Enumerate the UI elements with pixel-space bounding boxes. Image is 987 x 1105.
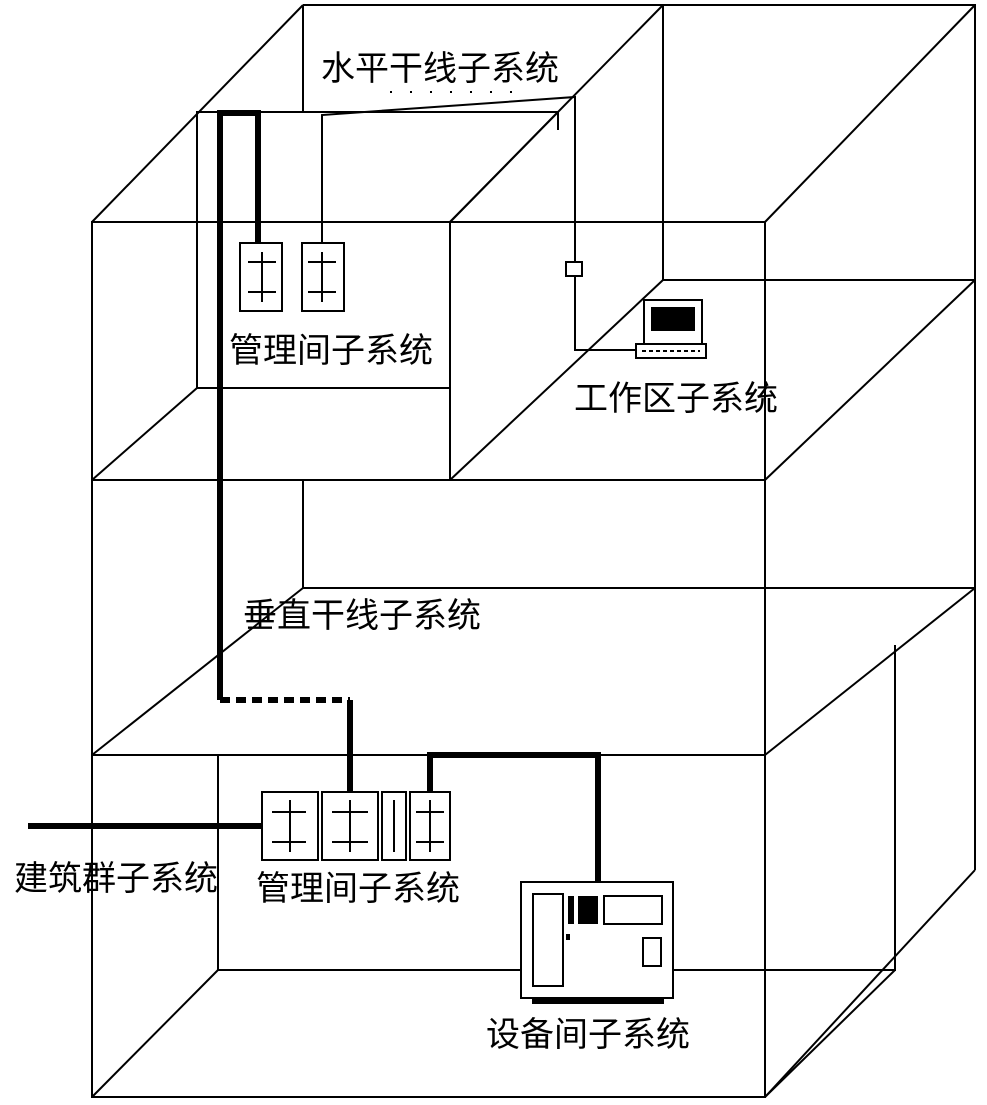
floor-diag-right [764,587,976,756]
horizontal-cable [321,95,576,263]
label-campus: 建筑群子系统 [14,859,218,899]
label-equipment-room: 设备间子系统 [486,1015,690,1055]
server-icon [520,881,674,1004]
front-frame [91,221,766,1098]
lower-floor-diag-right [764,969,896,1098]
middle-back [302,480,975,589]
vertical-cable [217,110,261,700]
edge-bottom-right [764,869,976,1098]
equipment-cable [427,752,601,882]
outlet-box [565,261,583,277]
edge-top-right [764,4,976,223]
upper-room-divider-diag [449,279,664,481]
work-area-drop [574,276,640,351]
lower-floor-diag-left [91,969,219,1098]
label-telecom-room-upper: 管理间子系统 [229,331,433,371]
upper-right-diag [764,279,976,481]
upper-room-ceil-diag [449,111,559,223]
floor-diag-left [91,587,304,756]
label-telecom-room-lower: 管理间子系统 [256,869,460,909]
label-vertical-backbone: 垂直干线子系统 [243,596,481,636]
back-frame [303,4,976,870]
computer-icon [635,299,707,359]
label-horizontal-backbone: 水平干线子系统 [321,49,559,89]
upper-room-floor-left [91,387,198,481]
label-work-area: 工作区子系统 [574,379,778,419]
